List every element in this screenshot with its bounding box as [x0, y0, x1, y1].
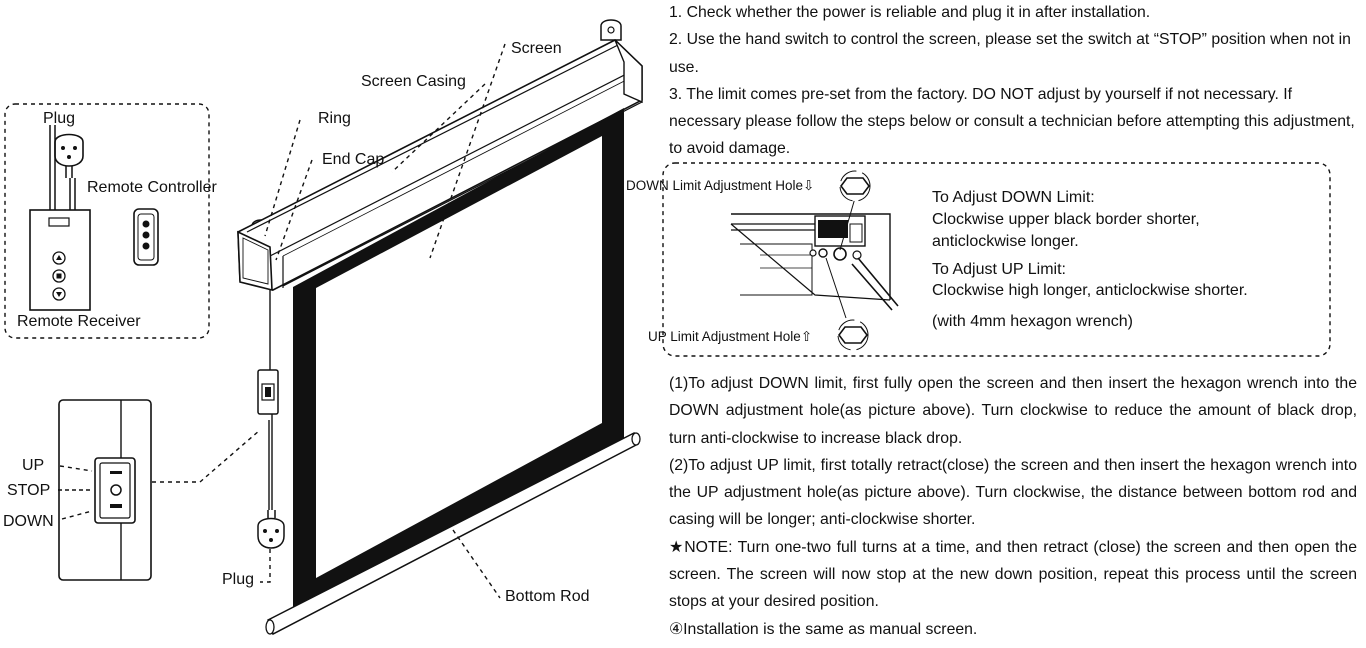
up-hexagon-icon — [837, 319, 869, 351]
up-leader — [59, 465, 93, 472]
step-2: (2)To adjust UP limit, first totally ret… — [669, 456, 1357, 529]
down-hexagon-icon — [839, 170, 871, 202]
step-note: ★NOTE: Turn one-two full turns at a time… — [669, 538, 1357, 611]
plug-label: Plug — [43, 110, 76, 127]
end-cap-label: End Cap — [322, 151, 385, 168]
bottom-rod-label: Bottom Rod — [505, 588, 590, 605]
up-hole-label: UP Limit Adjustment Hole⇧ — [648, 329, 813, 344]
remote-controller-icon — [133, 208, 159, 266]
plug-bottom-label: Plug — [222, 571, 255, 588]
instruction-1: 1. Check whether the power is reliable a… — [669, 4, 1151, 21]
remote-box-frame — [4, 103, 210, 339]
bottom-rod-leader — [452, 529, 501, 599]
switch-stop-label: STOP — [7, 482, 51, 499]
wrench-note: (with 4mm hexagon wrench) — [932, 313, 1133, 330]
instruction-2: 2. Use the hand switch to control the sc… — [669, 31, 1351, 76]
screen-label: Screen — [511, 40, 562, 57]
screen-casing-label: Screen Casing — [361, 73, 466, 90]
screen-assembly — [237, 19, 643, 636]
switch-leader — [152, 429, 261, 483]
screen-leader — [429, 43, 506, 259]
instruction-3: 3. The limit comes pre-set from the fact… — [669, 85, 1355, 158]
ring-label: Ring — [318, 110, 351, 127]
up-limit-desc: Clockwise high longer, anticlockwise sho… — [932, 282, 1248, 299]
plug-left-icon — [49, 125, 84, 210]
instructions-block: 1. Check whether the power is reliable a… — [669, 0, 1359, 163]
down-hole-label: DOWN Limit Adjustment Hole⇩ — [626, 178, 815, 193]
switch-up-label: UP — [22, 457, 45, 474]
hand-switch-icon — [58, 399, 152, 581]
down-limit-desc-2: anticlockwise longer. — [932, 233, 1079, 250]
step-1: (1)To adjust DOWN limit, first fully ope… — [669, 375, 1357, 447]
step-4: ④Installation is the same as manual scre… — [669, 620, 978, 638]
casing-leader — [391, 83, 486, 173]
steps-block: (1)To adjust DOWN limit, first fully ope… — [669, 370, 1357, 643]
down-limit-desc-1: Clockwise upper black border shorter, — [932, 211, 1200, 228]
down-leader — [61, 510, 93, 520]
remote-controller-label: Remote Controller — [87, 179, 217, 196]
plug-bottom-leader — [260, 549, 271, 583]
limit-mechanism-drawing — [730, 197, 899, 319]
adjust-panel-frame — [662, 162, 1331, 357]
up-limit-title: To Adjust UP Limit: — [932, 261, 1066, 278]
end-cap-leader — [275, 159, 313, 261]
down-limit-title: To Adjust DOWN Limit: — [932, 189, 1095, 206]
remote-receiver-label: Remote Receiver — [17, 313, 141, 330]
switch-down-label: DOWN — [3, 513, 54, 530]
remote-receiver-icon — [29, 209, 91, 311]
